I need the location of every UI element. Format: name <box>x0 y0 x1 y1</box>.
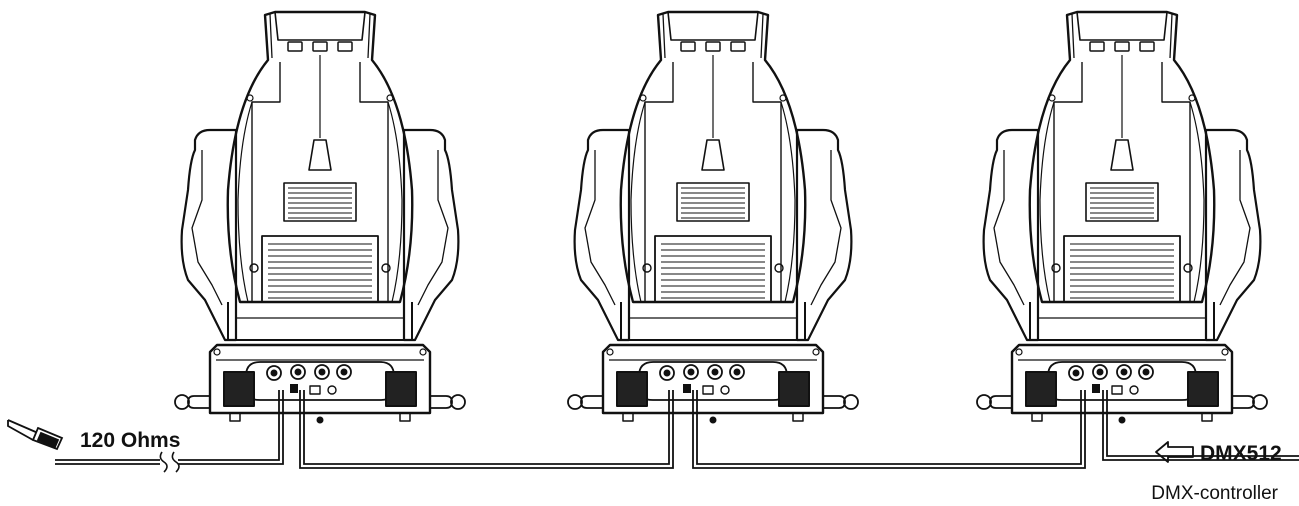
moving-head-fixture-2 <box>566 10 860 424</box>
moving-head-fixture-1 <box>173 10 467 424</box>
left-arrow-icon <box>1155 441 1194 463</box>
cable-break-icon <box>159 451 180 473</box>
dmx-input-label: DMX512 <box>1200 442 1282 465</box>
moving-head-fixture-3 <box>975 10 1269 424</box>
dmx-cable <box>55 390 1299 469</box>
terminator-label: 120 Ohms <box>80 429 180 452</box>
controller-label: DMX-controller <box>1151 483 1278 504</box>
terminator-plug-icon <box>7 419 64 451</box>
